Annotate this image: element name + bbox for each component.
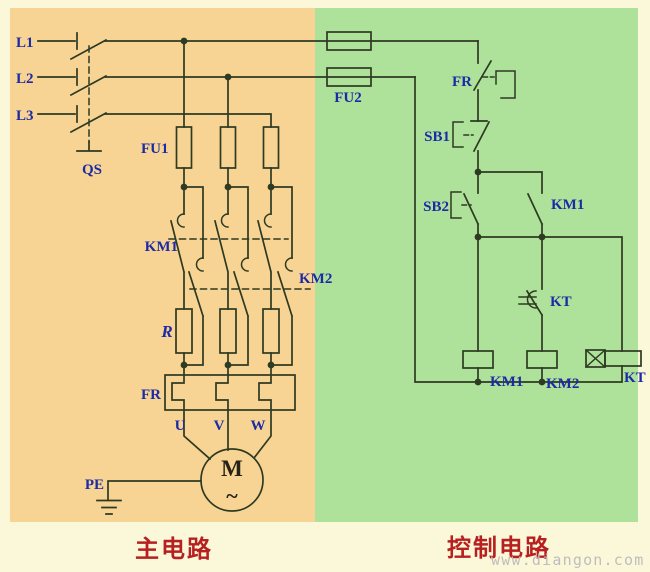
fu1-fuse-1 [175,126,193,169]
control-junction-dots [474,168,546,386]
fu2-fuses [326,31,372,87]
label-kt-coil: KT [624,370,646,386]
km2-main-contacts [183,186,311,366]
sb1-nc-button [452,120,491,153]
ground-symbol [96,480,202,515]
label-km1-main: KM1 [145,239,178,255]
fu1-fuse-2 [219,126,237,169]
label-fu1: FU1 [141,141,169,157]
label-sb1: SB1 [424,129,450,145]
label-l1: L1 [16,35,34,51]
kt-delay-contact [518,289,544,317]
phase-bus [104,40,479,128]
fr-heater [164,352,296,461]
motor-ac-symbol: ~ [226,483,238,508]
label-fu2: FU2 [334,90,362,106]
control-rails [414,40,623,383]
main-circuit-title: 主电路 [135,535,213,563]
label-r: R [160,322,172,341]
label-w: W [251,418,266,434]
label-fr-ctrl: FR [452,74,472,90]
km1-aux-contact [526,192,544,226]
fr-nc-contact [472,59,516,99]
label-l2: L2 [16,71,34,87]
km2-coil [526,350,558,369]
label-v: V [214,418,225,434]
sb2-no-button [450,191,480,226]
fu1-fuses [175,40,280,188]
qs-switch [37,32,108,152]
control-circuit-title: 控制电路 [447,534,551,562]
label-sb2: SB2 [423,199,449,215]
control-circuit-panel [315,8,638,522]
motor-letter: M [221,456,243,481]
label-u: U [175,418,186,434]
fu1-fuse-3 [262,126,280,169]
label-kt-contact: KT [550,294,572,310]
motor [200,448,264,512]
label-km1-coil: KM1 [490,374,523,390]
label-qs: QS [82,162,102,178]
label-km2-main: KM2 [299,271,332,287]
label-km1-aux: KM1 [551,197,584,213]
label-km2-coil: KM2 [546,376,579,392]
fu2-fuse-1 [326,31,372,51]
label-fr-main: FR [141,387,161,403]
main-junction-dots [180,37,275,369]
label-pe: PE [85,477,104,493]
label-l3: L3 [16,108,34,124]
fu2-fuse-2 [326,67,372,87]
km1-main-contacts [168,186,289,310]
main-circuit-panel [10,8,315,522]
watermark: www.diangon.com [491,551,644,569]
km1-coil [462,350,494,369]
kt-coil [584,348,642,369]
